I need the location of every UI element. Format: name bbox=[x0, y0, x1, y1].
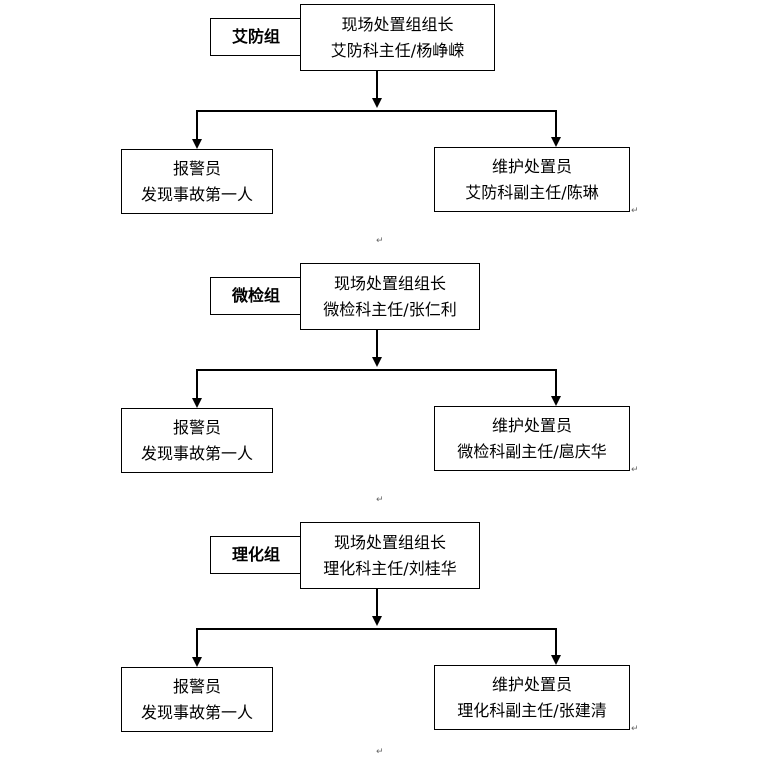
arrow-head bbox=[551, 137, 561, 147]
maintainer-title: 维护处置员 bbox=[491, 156, 572, 176]
arrow-head bbox=[551, 396, 561, 406]
paragraph-mark: ↵ bbox=[631, 724, 639, 734]
paragraph-mark: ↵ bbox=[376, 495, 384, 505]
connector-down bbox=[376, 330, 378, 358]
reporter-title: 报警员 bbox=[172, 676, 221, 696]
connector-horizontal bbox=[196, 369, 557, 371]
connector-left bbox=[196, 628, 198, 658]
maintainer-box: 维护处置员 艾防科副主任/陈琳 bbox=[434, 147, 630, 212]
connector-down bbox=[376, 71, 378, 99]
paragraph-mark: ↵ bbox=[376, 747, 384, 757]
leader-box: 现场处置组组长 理化科主任/刘桂华 bbox=[300, 522, 480, 589]
leader-title: 现场处置组组长 bbox=[341, 14, 454, 34]
leader-box: 现场处置组组长 微检科主任/张仁利 bbox=[300, 263, 480, 330]
connector-horizontal bbox=[196, 628, 557, 630]
connector-left bbox=[196, 110, 198, 140]
arrow-head bbox=[372, 357, 382, 367]
group-tag-label: 微检组 bbox=[231, 286, 280, 305]
leader-name: 微检科主任/张仁利 bbox=[323, 299, 457, 319]
maintainer-name: 艾防科副主任/陈琳 bbox=[465, 182, 599, 202]
connector-left bbox=[196, 369, 198, 399]
arrow-head bbox=[372, 98, 382, 108]
paragraph-mark: ↵ bbox=[631, 465, 639, 475]
arrow-head bbox=[551, 655, 561, 665]
reporter-title: 报警员 bbox=[172, 158, 221, 178]
connector-right bbox=[555, 110, 557, 138]
arrow-head bbox=[372, 616, 382, 626]
leader-title: 现场处置组组长 bbox=[333, 532, 446, 552]
reporter-box: 报警员 发现事故第一人 bbox=[121, 149, 273, 214]
maintainer-title: 维护处置员 bbox=[491, 674, 572, 694]
connector-horizontal bbox=[196, 110, 557, 112]
maintainer-title: 维护处置员 bbox=[491, 415, 572, 435]
reporter-desc: 发现事故第一人 bbox=[140, 184, 253, 204]
connector-right bbox=[555, 628, 557, 656]
maintainer-name: 微检科副主任/扈庆华 bbox=[457, 441, 607, 461]
paragraph-mark: ↵ bbox=[631, 206, 639, 216]
leader-title: 现场处置组组长 bbox=[333, 273, 446, 293]
arrow-head bbox=[192, 657, 202, 667]
reporter-desc: 发现事故第一人 bbox=[140, 443, 253, 463]
group-tag-label: 理化组 bbox=[231, 545, 280, 564]
maintainer-box: 维护处置员 微检科副主任/扈庆华 bbox=[434, 406, 630, 471]
arrow-head bbox=[192, 139, 202, 149]
reporter-desc: 发现事故第一人 bbox=[140, 702, 253, 722]
maintainer-box: 维护处置员 理化科副主任/张建清 bbox=[434, 665, 630, 730]
connector-right bbox=[555, 369, 557, 397]
connector-down bbox=[376, 589, 378, 617]
reporter-box: 报警员 发现事故第一人 bbox=[121, 667, 273, 732]
group-tag: 艾防组 bbox=[210, 18, 302, 56]
group-tag: 微检组 bbox=[210, 277, 302, 315]
group-tag-label: 艾防组 bbox=[231, 27, 280, 46]
leader-name: 理化科主任/刘桂华 bbox=[323, 558, 457, 578]
reporter-title: 报警员 bbox=[172, 417, 221, 437]
group-tag: 理化组 bbox=[210, 536, 302, 574]
reporter-box: 报警员 发现事故第一人 bbox=[121, 408, 273, 473]
arrow-head bbox=[192, 398, 202, 408]
leader-box: 现场处置组组长 艾防科主任/杨峥嵘 bbox=[300, 4, 495, 71]
leader-name: 艾防科主任/杨峥嵘 bbox=[330, 40, 465, 60]
maintainer-name: 理化科副主任/张建清 bbox=[457, 700, 607, 720]
paragraph-mark: ↵ bbox=[376, 236, 384, 246]
